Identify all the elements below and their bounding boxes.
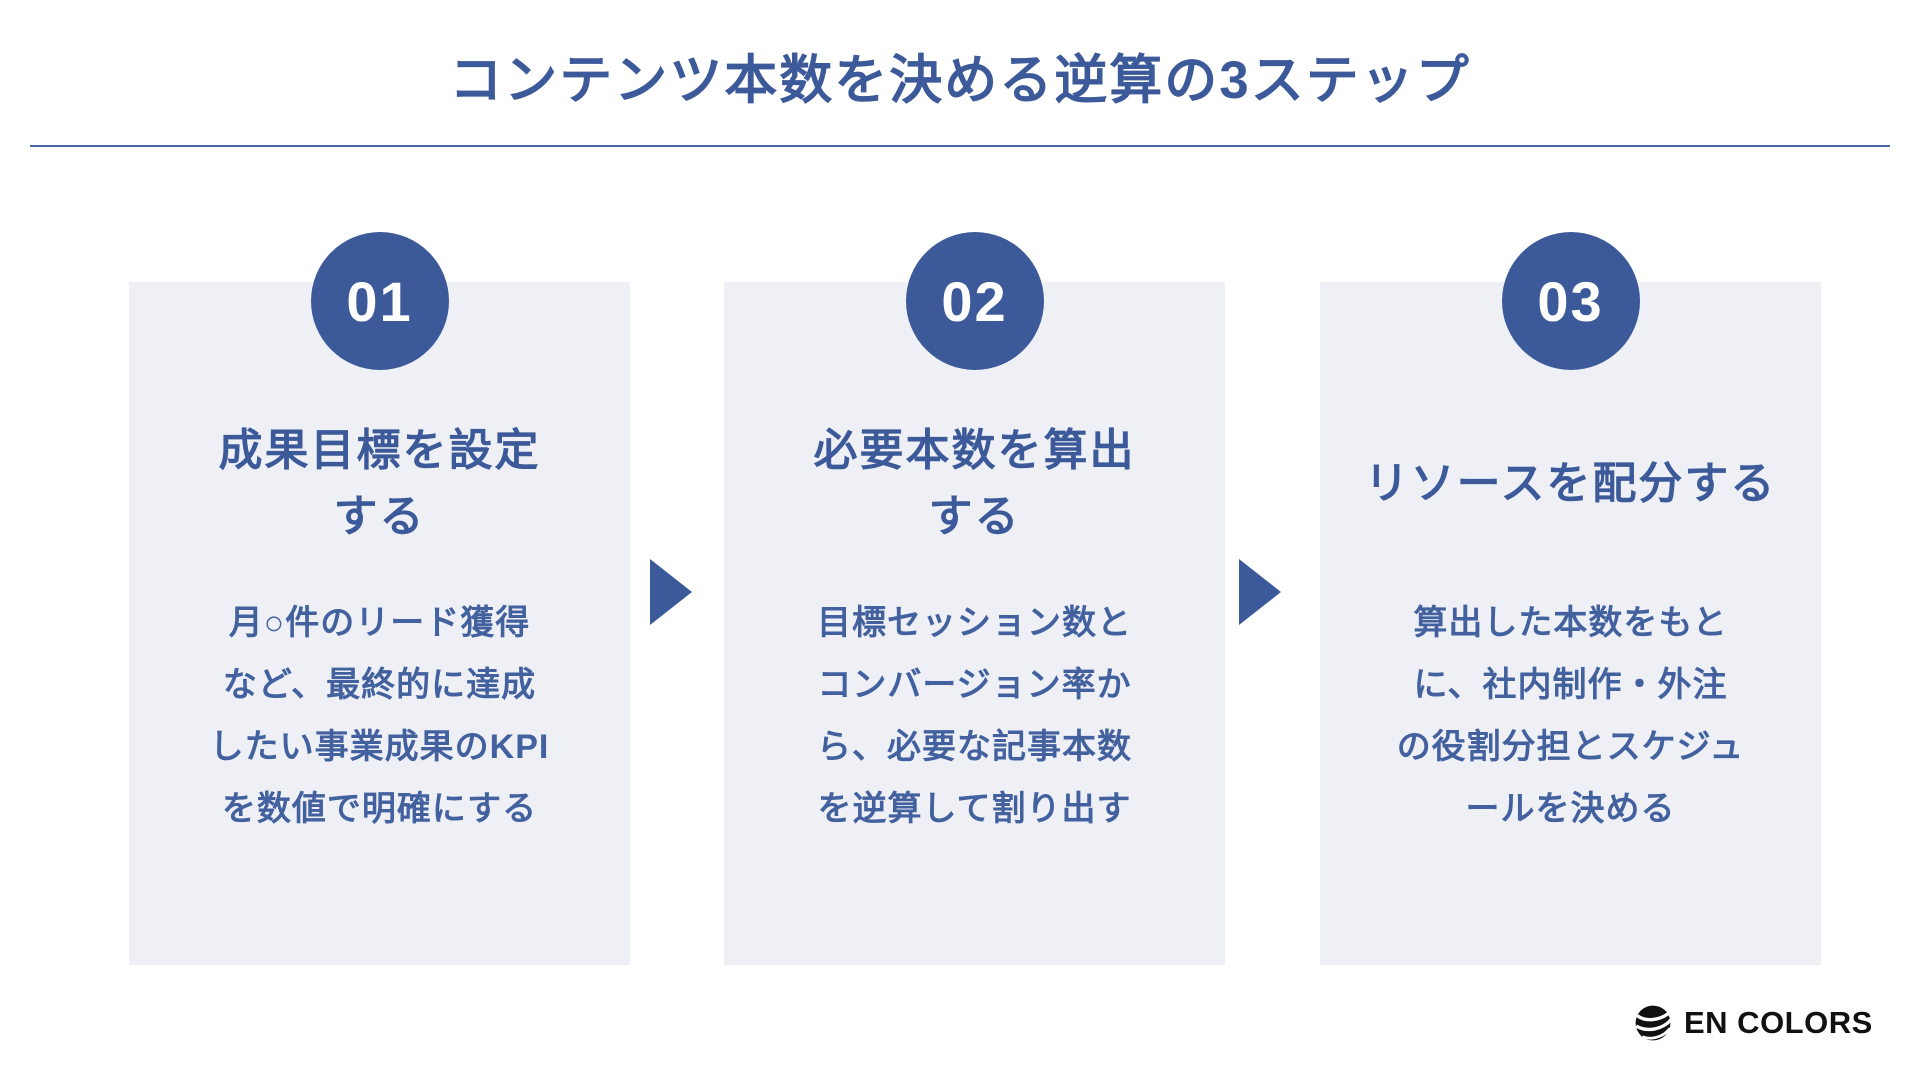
step-card-1: 01 成果目標を設定 する 月○件のリード獲得 など、最終的に達成 したい事業成… [129,232,630,965]
title-line: リソースを配分する [1364,459,1777,508]
step-1-description: 月○件のリード獲得 など、最終的に達成 したい事業成果のKPI を数値で明確にす… [129,592,630,840]
body-line: を逆算して割り出す [817,790,1132,828]
body-line: を数値で明確にする [221,790,538,828]
step-number: 02 [941,269,1008,333]
step-3-number-badge: 03 [1501,232,1640,370]
step-1-number-badge: 01 [310,232,449,370]
body-line: ールを決める [1465,790,1676,828]
step-2-number-badge: 02 [905,232,1044,370]
step-card-3: 03 リソースを配分する 算出した本数をもと に、社内制作・外注 の役割分担とス… [1320,232,1821,965]
body-line: など、最終的に達成 [222,666,537,704]
step-card-2: 02 必要本数を算出 する 目標セッション数と コンバージョン率か ら、必要な記… [724,232,1225,965]
arrow-right-icon [1239,559,1281,625]
step-3-description: 算出した本数をもと に、社内制作・外注 の役割分担とスケジュ ールを決める [1320,592,1821,840]
body-line: の役割分担とスケジュ [1396,728,1745,766]
body-line: に、社内制作・外注 [1413,666,1728,704]
body-line: 目標セッション数と [817,604,1132,642]
step-2-description: 目標セッション数と コンバージョン率か ら、必要な記事本数 を逆算して割り出す [724,592,1225,840]
step-2-title: 必要本数を算出 する [724,414,1225,554]
brand-name: EN COLORS [1684,1005,1873,1040]
step-number: 01 [346,269,413,333]
title-line: 必要本数を算出 [813,426,1136,475]
arrow-right-icon [650,559,692,625]
body-line: ら、必要な記事本数 [817,728,1132,766]
body-line: 算出した本数をもと [1413,604,1728,642]
page-title: コンテンツ本数を決める逆算の3ステップ [449,51,1471,110]
encolors-sphere-icon [1635,1005,1672,1041]
title-divider [30,145,1890,147]
body-line: したい事業成果のKPI [209,728,550,766]
step-1-title: 成果目標を設定 する [129,414,630,554]
step-number: 03 [1537,269,1604,333]
title-line: する [928,492,1021,541]
body-line: コンバージョン率か [817,666,1132,704]
title-line: する [333,492,426,541]
body-line: 月○件のリード獲得 [228,604,531,642]
title-line: 成果目標を設定 [218,426,541,475]
brand-logo: EN COLORS [1634,1004,1873,1042]
step-3-title: リソースを配分する [1320,414,1821,554]
